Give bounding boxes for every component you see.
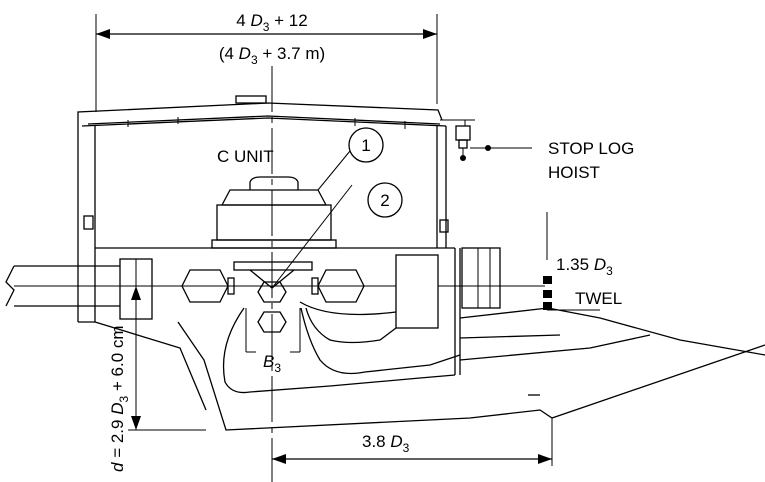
depth-dimension [128, 286, 206, 431]
draft-tube-length-label: 3.8 D3 [362, 432, 410, 455]
roof [77, 95, 475, 129]
stop-log-label-line1: STOP LOG [548, 139, 634, 158]
top-dimension [95, 14, 438, 112]
callout-1: 1 [317, 127, 384, 191]
water-level-marks [543, 212, 600, 311]
runner-dimension [245, 308, 301, 353]
right-wall [436, 126, 461, 375]
svg-text:1: 1 [361, 136, 370, 155]
top-width-metric-label: (4 D3 + 3.7 m) [219, 44, 325, 67]
draft-tube [94, 301, 765, 431]
scroll-case [181, 184, 365, 333]
twel-label: TWEL [575, 289, 622, 308]
elevation-label: 1.35 D3 [556, 255, 613, 278]
intake-pipe [5, 258, 153, 320]
stop-log-label-line2: HOIST [548, 163, 600, 182]
left-wall [77, 120, 96, 323]
tailrace-gate [461, 247, 501, 309]
callout-2: 2 [367, 182, 403, 218]
draft-tube-dimension [272, 418, 553, 466]
generator-unit [211, 176, 337, 249]
depth-label: d = 2.9 D3 + 6.0 cm [108, 325, 131, 472]
equipment-box [395, 254, 439, 329]
runner-width-label: B3 [263, 352, 281, 375]
unit-label: C UNIT [217, 147, 274, 166]
stop-log-hoist [455, 120, 532, 161]
svg-text:2: 2 [380, 191, 389, 210]
top-width-label: 4 D3 + 12 [236, 11, 307, 34]
